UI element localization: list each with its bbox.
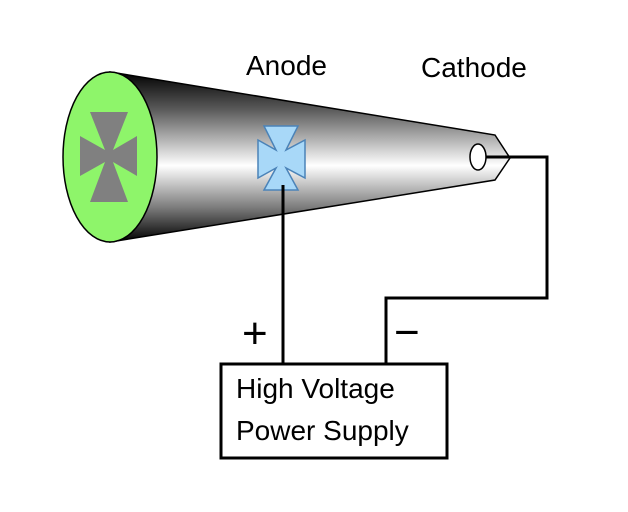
power-supply-label-line2: Power Supply bbox=[236, 415, 409, 446]
cathode-electrode bbox=[469, 143, 487, 171]
minus-sign: − bbox=[394, 308, 420, 357]
power-supply-box bbox=[219, 362, 449, 460]
cathode-wire bbox=[384, 155, 549, 364]
plus-sign: + bbox=[242, 309, 268, 358]
tube-body bbox=[109, 71, 511, 243]
cathode-label: Cathode bbox=[421, 52, 527, 83]
anode-label: Anode bbox=[246, 50, 327, 81]
maltese-cross-shadow bbox=[80, 112, 137, 202]
anode-cross bbox=[257, 125, 306, 191]
power-supply-label-line1: High Voltage bbox=[236, 373, 395, 404]
